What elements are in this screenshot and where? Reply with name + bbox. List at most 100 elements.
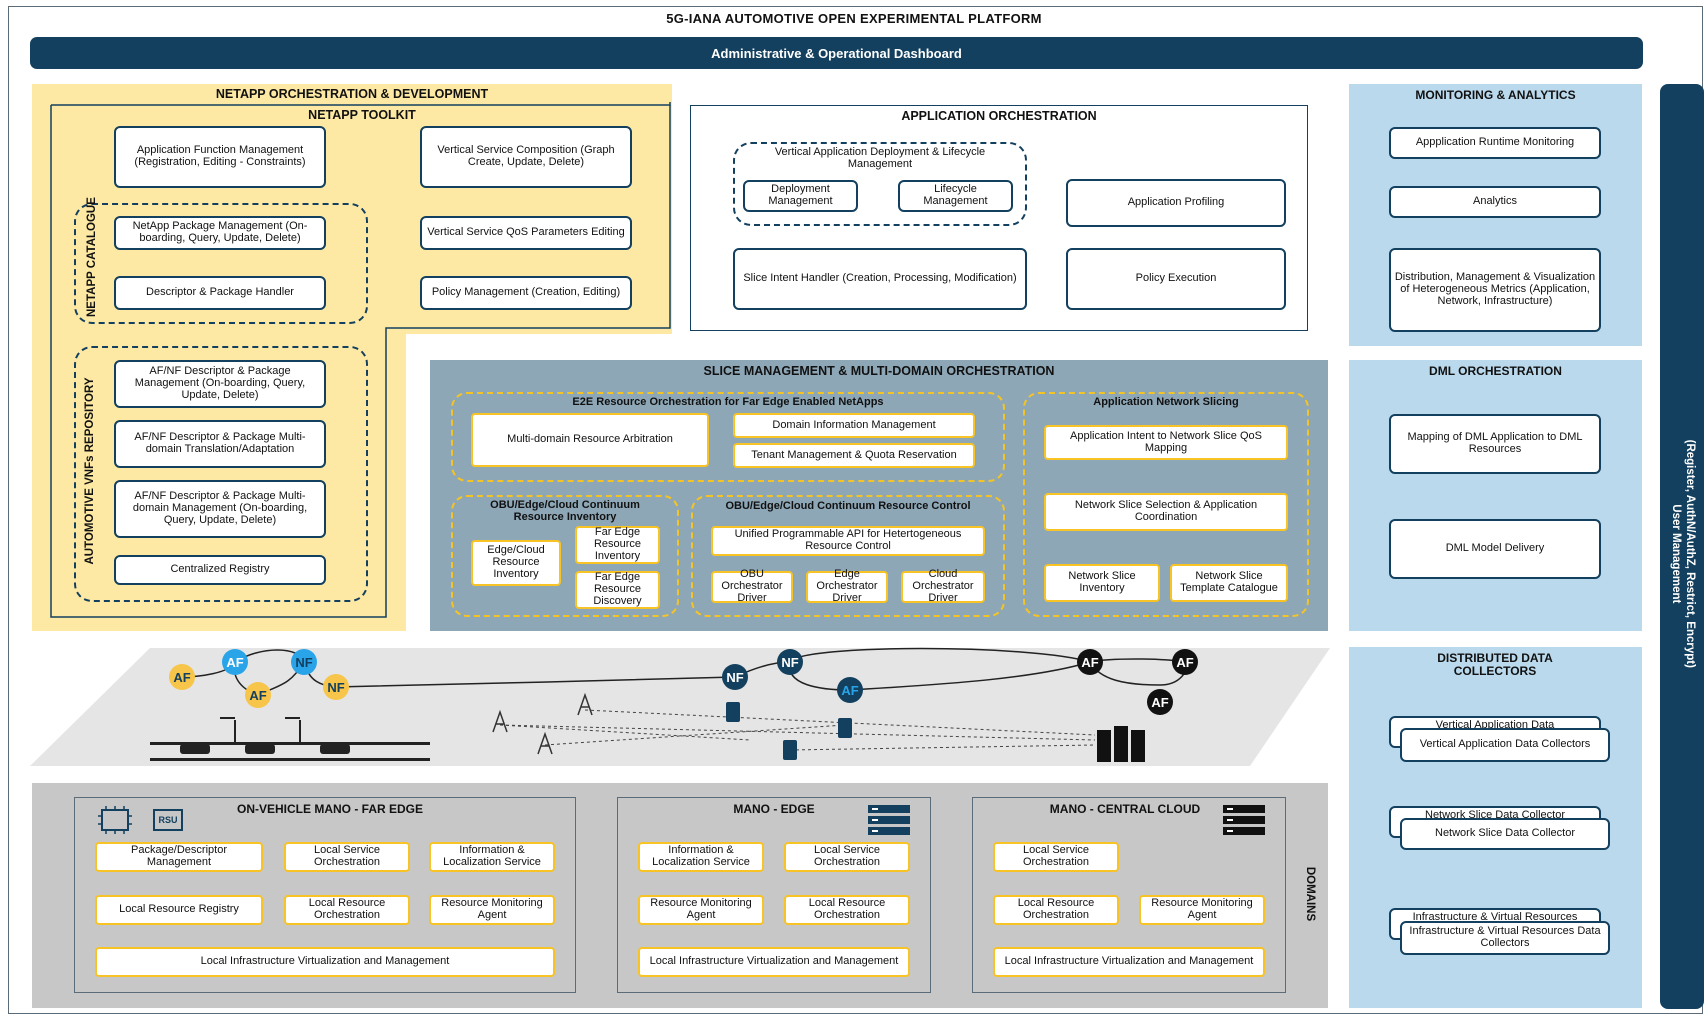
vertical-service-composition[interactable]: Vertical Service Composition (Graph Crea… xyxy=(420,126,632,188)
slice-template-catalogue[interactable]: Network Slice Template Catalogue xyxy=(1170,564,1288,602)
edge-mano-frame xyxy=(617,797,931,993)
af-node-2-label: AF xyxy=(226,655,243,670)
dml-title: DML ORCHESTRATION xyxy=(1429,364,1562,378)
nf-node-2-label: NF xyxy=(327,680,344,695)
policy-execution[interactable]: Policy Execution xyxy=(1066,248,1286,310)
chip-icon xyxy=(98,806,132,834)
slice-inventory[interactable]: Network Slice Inventory xyxy=(1044,564,1160,602)
vehicle-local-service-orchestration[interactable]: Local Service Orchestration xyxy=(284,842,410,872)
afnf-translation-adaptation[interactable]: AF/NF Descriptor & Package Multi-domain … xyxy=(114,420,326,468)
cloud-monitoring-agent[interactable]: Resource Monitoring Agent xyxy=(1139,895,1265,925)
obu-orchestrator-driver[interactable]: OBU Orchestrator Driver xyxy=(711,568,793,604)
cloud-orchestrator-driver[interactable]: Cloud Orchestrator Driver xyxy=(901,568,985,604)
control-group xyxy=(691,495,1005,617)
runtime-monitoring[interactable]: Appplication Runtime Monitoring xyxy=(1389,127,1601,159)
e2e-group xyxy=(451,392,1005,482)
toolkit-outline xyxy=(50,102,671,618)
intent-qos-mapping[interactable]: Application Intent to Network Slice QoS … xyxy=(1044,425,1288,460)
dml-mapping[interactable]: Mapping of DML Application to DML Resour… xyxy=(1389,414,1601,474)
rsu-icon-label: RSU xyxy=(158,815,178,825)
netapp-package-management[interactable]: NetApp Package Management (On-boarding, … xyxy=(114,216,326,250)
multidomain-arbitration[interactable]: Multi-domain Resource Arbitration xyxy=(471,413,709,467)
ans-title: Application Network Slicing xyxy=(1093,396,1239,408)
descriptor-package-handler[interactable]: Descriptor & Package Handler xyxy=(114,276,326,310)
app-orchestration-frame xyxy=(690,105,1308,331)
analytics[interactable]: Analytics xyxy=(1389,186,1601,218)
nf-node-3 xyxy=(722,664,748,690)
nf-node-4 xyxy=(777,649,803,675)
vadl-title: Vertical Application Deployment & Lifecy… xyxy=(774,146,986,170)
vertical-collector[interactable]: Vertical Application Data Collectors xyxy=(1400,728,1610,762)
dml-panel xyxy=(1349,360,1642,631)
edge-server-icon xyxy=(868,805,910,835)
inventory-group xyxy=(451,495,679,617)
user-management-bar[interactable] xyxy=(1660,84,1704,1009)
af-node-5 xyxy=(1077,649,1103,675)
af-node-1-label: AF xyxy=(173,670,190,685)
edge-cloud-inventory[interactable]: Edge/Cloud Resource Inventory xyxy=(471,540,561,586)
metrics-distribution[interactable]: Distribution, Management & Visualization… xyxy=(1389,248,1601,332)
far-edge-inventory[interactable]: Far Edge Resource Inventory xyxy=(575,526,660,564)
dml-model-delivery[interactable]: DML Model Delivery xyxy=(1389,519,1601,579)
vehicle-mano-frame xyxy=(74,797,576,993)
afnf-multidomain-management[interactable]: AF/NF Descriptor & Package Multi-domain … xyxy=(114,480,326,538)
af-node-4 xyxy=(837,677,863,703)
vehicle-monitoring-agent[interactable]: Resource Monitoring Agent xyxy=(429,895,555,925)
app-function-management[interactable]: Application Function Management (Registr… xyxy=(114,126,326,188)
af-node-6-label: AF xyxy=(1176,655,1193,670)
slice-management-title: SLICE MANAGEMENT & MULTI-DOMAIN ORCHESTR… xyxy=(703,364,1055,378)
vertical-collector-back-label: Vertical Application Data xyxy=(1435,719,1555,731)
infra-collector[interactable]: Infrastructure & Virtual Resources Data … xyxy=(1400,921,1610,955)
application-profiling[interactable]: Application Profiling xyxy=(1066,179,1286,227)
deployment-management[interactable]: Deployment Management xyxy=(743,180,858,212)
vehicle-local-resource-registry[interactable]: Local Resource Registry xyxy=(95,895,263,925)
dashboard-bar[interactable]: Administrative & Operational Dashboard xyxy=(30,37,1643,69)
rsu-icon: RSU xyxy=(153,809,183,831)
domain-information-management[interactable]: Domain Information Management xyxy=(733,413,975,438)
edge-information-localization[interactable]: Information & Localization Service xyxy=(638,842,764,872)
edge-orchestrator-driver[interactable]: Edge Orchestrator Driver xyxy=(806,568,888,604)
infra-collector-back-label: Infrastructure & Virtual Resources xyxy=(1412,911,1578,923)
cloud-mano-title: MANO - CENTRAL CLOUD xyxy=(1049,802,1201,816)
ans-group xyxy=(1023,392,1309,617)
vehicle-package-management[interactable]: Package/Descriptor Management xyxy=(95,842,263,872)
edge-local-service-orchestration[interactable]: Local Service Orchestration xyxy=(784,842,910,872)
unified-api[interactable]: Unified Programmable API for Hetertogene… xyxy=(711,526,985,556)
user-management-label: (Register, AuthN/AuthZ, Restrict, Encryp… xyxy=(1668,254,1696,854)
slice-collector[interactable]: Network Slice Data Collector xyxy=(1400,818,1610,850)
nf-node-3-label: NF xyxy=(726,670,743,685)
e2e-title: E2E Resource Orchestration for Far Edge … xyxy=(572,396,884,408)
far-edge-discovery[interactable]: Far Edge Resource Discovery xyxy=(575,571,660,609)
vehicle-infrastructure-virtualization[interactable]: Local Infrastructure Virtualization and … xyxy=(95,947,555,977)
tenant-management[interactable]: Tenant Management & Quota Reservation xyxy=(733,443,975,468)
cloud-server-icon xyxy=(1223,805,1265,835)
slice-selection[interactable]: Network Slice Selection & Application Co… xyxy=(1044,493,1288,531)
cloud-infrastructure-virtualization[interactable]: Local Infrastructure Virtualization and … xyxy=(993,947,1265,977)
af-node-1 xyxy=(169,664,195,690)
af-node-4-label: AF xyxy=(841,683,858,698)
slice-collector-back-label: Network Slice Data Collector xyxy=(1425,809,1565,821)
domains-label: DOMAINS xyxy=(1304,866,1316,922)
user-management-line2: (Register, AuthN/AuthZ, Restrict, Encryp… xyxy=(1683,439,1696,668)
nf-node-2 xyxy=(323,674,349,700)
network-illustration: AF AF NF AF NF NF NF AF AF AF AF xyxy=(30,647,1330,766)
edge-monitoring-agent[interactable]: Resource Monitoring Agent xyxy=(638,895,764,925)
policy-management[interactable]: Policy Management (Creation, Editing) xyxy=(420,276,632,310)
afnf-package-management[interactable]: AF/NF Descriptor & Package Management (O… xyxy=(114,360,326,408)
cloud-local-service-orchestration[interactable]: Local Service Orchestration xyxy=(993,842,1119,872)
control-title: OBU/Edge/Cloud Continuum Resource Contro… xyxy=(725,500,971,512)
edge-mano-title: MANO - EDGE xyxy=(733,802,815,816)
toolkit-title: NETAPP TOOLKIT xyxy=(308,108,416,122)
qos-parameters-editing[interactable]: Vertical Service QoS Parameters Editing xyxy=(420,216,632,250)
af-node-5-label: AF xyxy=(1081,655,1098,670)
cloud-local-resource-orchestration[interactable]: Local Resource Orchestration xyxy=(993,895,1119,925)
edge-local-resource-orchestration[interactable]: Local Resource Orchestration xyxy=(784,895,910,925)
edge-infrastructure-virtualization[interactable]: Local Infrastructure Virtualization and … xyxy=(638,947,910,977)
lifecycle-management[interactable]: Lifecycle Management xyxy=(898,180,1013,212)
nf-node-1 xyxy=(291,649,317,675)
vehicle-information-localization[interactable]: Information & Localization Service xyxy=(429,842,555,872)
vehicle-local-resource-orchestration[interactable]: Local Resource Orchestration xyxy=(284,895,410,925)
slice-intent-handler[interactable]: Slice Intent Handler (Creation, Processi… xyxy=(733,248,1027,310)
centralized-registry[interactable]: Centralized Registry xyxy=(114,555,326,585)
